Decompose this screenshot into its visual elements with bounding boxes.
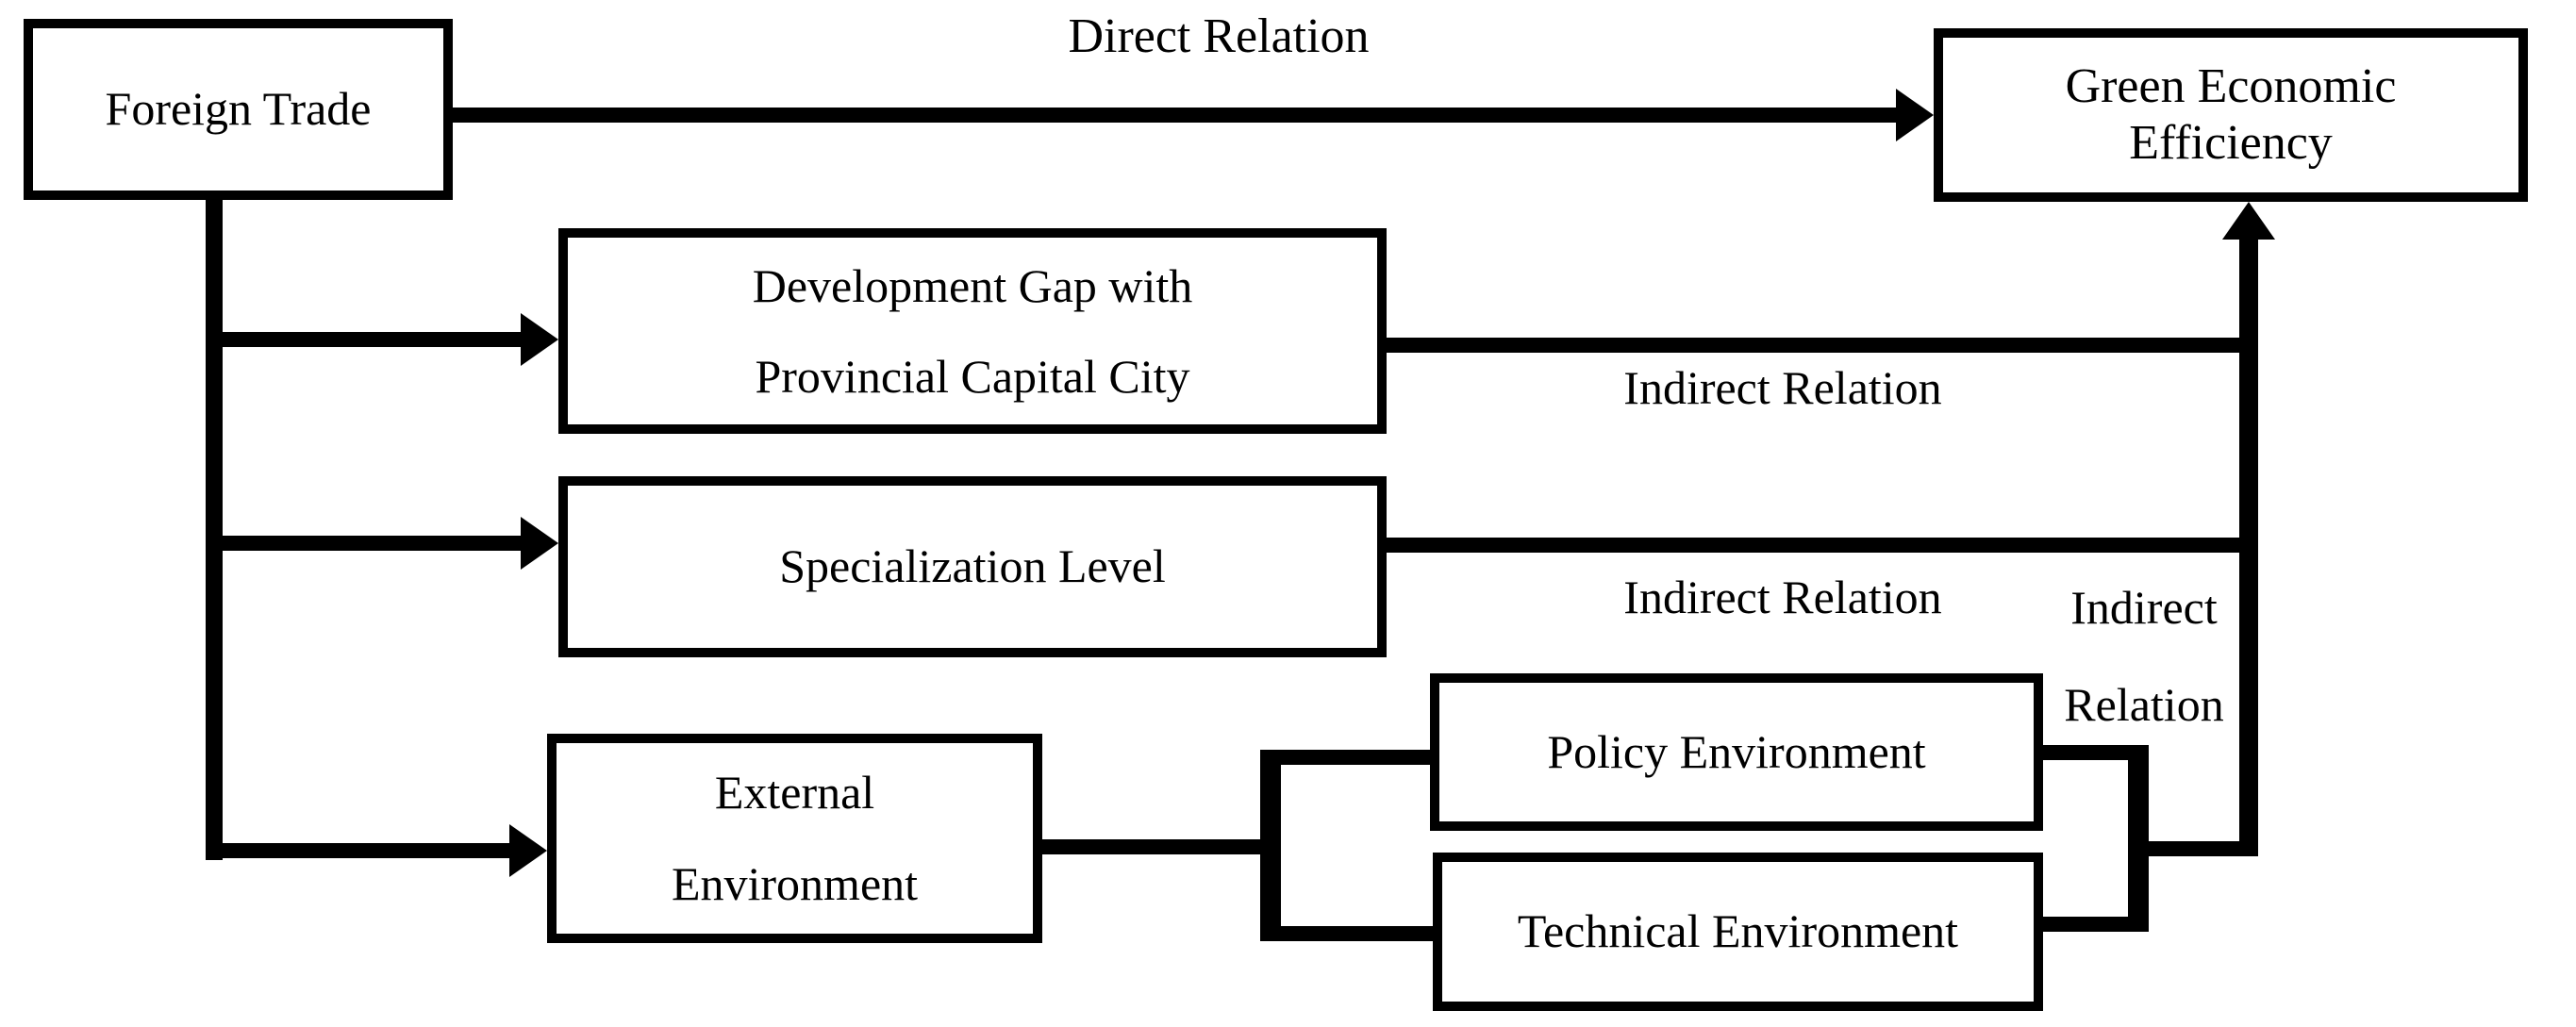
foreign-trade-label: Foreign Trade [105, 82, 372, 136]
indirect-relation-label-development-gap: Indirect Relation [1623, 361, 1942, 414]
branch-line-specialization [206, 536, 523, 551]
development-gap-label-line-2: Provincial Capital City [755, 350, 1190, 403]
technical-environment-box: Technical Environment [1433, 853, 2043, 1011]
external-environment-output-line [1038, 839, 1281, 854]
branch-line-external-environment [206, 843, 511, 858]
green-economic-efficiency-label-line-1: Green Economic [2065, 59, 2397, 113]
external-environment-box: External Environment [547, 734, 1042, 943]
green-economic-efficiency-box: Green Economic Efficiency [1934, 28, 2528, 202]
merge-vertical-line [2239, 236, 2258, 856]
indirect-relation-label-environment: Indirect Relation [2033, 559, 2255, 754]
fork-vertical-line [1260, 750, 1281, 941]
development-gap-label-line-1: Development Gap with [752, 259, 1193, 312]
technical-environment-label: Technical Environment [1517, 904, 1959, 958]
indirect-relation-label-environment-line-2: Relation [2064, 678, 2224, 731]
indirect-relation-label-specialization: Indirect Relation [1623, 571, 1942, 623]
join-top-arm-line [2037, 745, 2149, 760]
external-environment-label-line-2: Environment [671, 857, 919, 910]
join-output-line [2145, 841, 2258, 856]
fork-top-arm-line [1277, 750, 1432, 765]
external-environment-label-line-1: External [714, 766, 875, 819]
arrowhead-right-icon [521, 313, 558, 366]
direct-relation-label: Direct Relation [1068, 9, 1370, 63]
arrowhead-up-icon [2222, 202, 2275, 240]
development-gap-box: Development Gap with Provincial Capital … [558, 228, 1387, 434]
policy-environment-box: Policy Environment [1430, 673, 2043, 831]
branch-line-development-gap [206, 332, 523, 347]
indirect-relation-label-environment-line-1: Indirect [2070, 581, 2218, 634]
fork-bottom-arm-line [1277, 926, 1435, 941]
indirect-line-development-gap [1379, 338, 2258, 353]
specialization-level-label: Specialization Level [779, 539, 1166, 593]
direct-relation-arrow-line [449, 108, 1900, 123]
green-economic-efficiency-label-line-2: Efficiency [2129, 116, 2333, 170]
foreign-trade-box: Foreign Trade [24, 19, 453, 200]
join-vertical-line [2128, 745, 2149, 932]
join-bottom-arm-line [2037, 917, 2149, 932]
policy-environment-label: Policy Environment [1547, 724, 1926, 778]
arrowhead-right-icon [509, 824, 547, 877]
specialization-level-box: Specialization Level [558, 476, 1387, 657]
indirect-line-specialization [1379, 538, 2258, 553]
arrowhead-right-icon [1896, 89, 1934, 141]
arrowhead-right-icon [521, 517, 558, 570]
foreign-trade-trunk-line [206, 194, 223, 860]
